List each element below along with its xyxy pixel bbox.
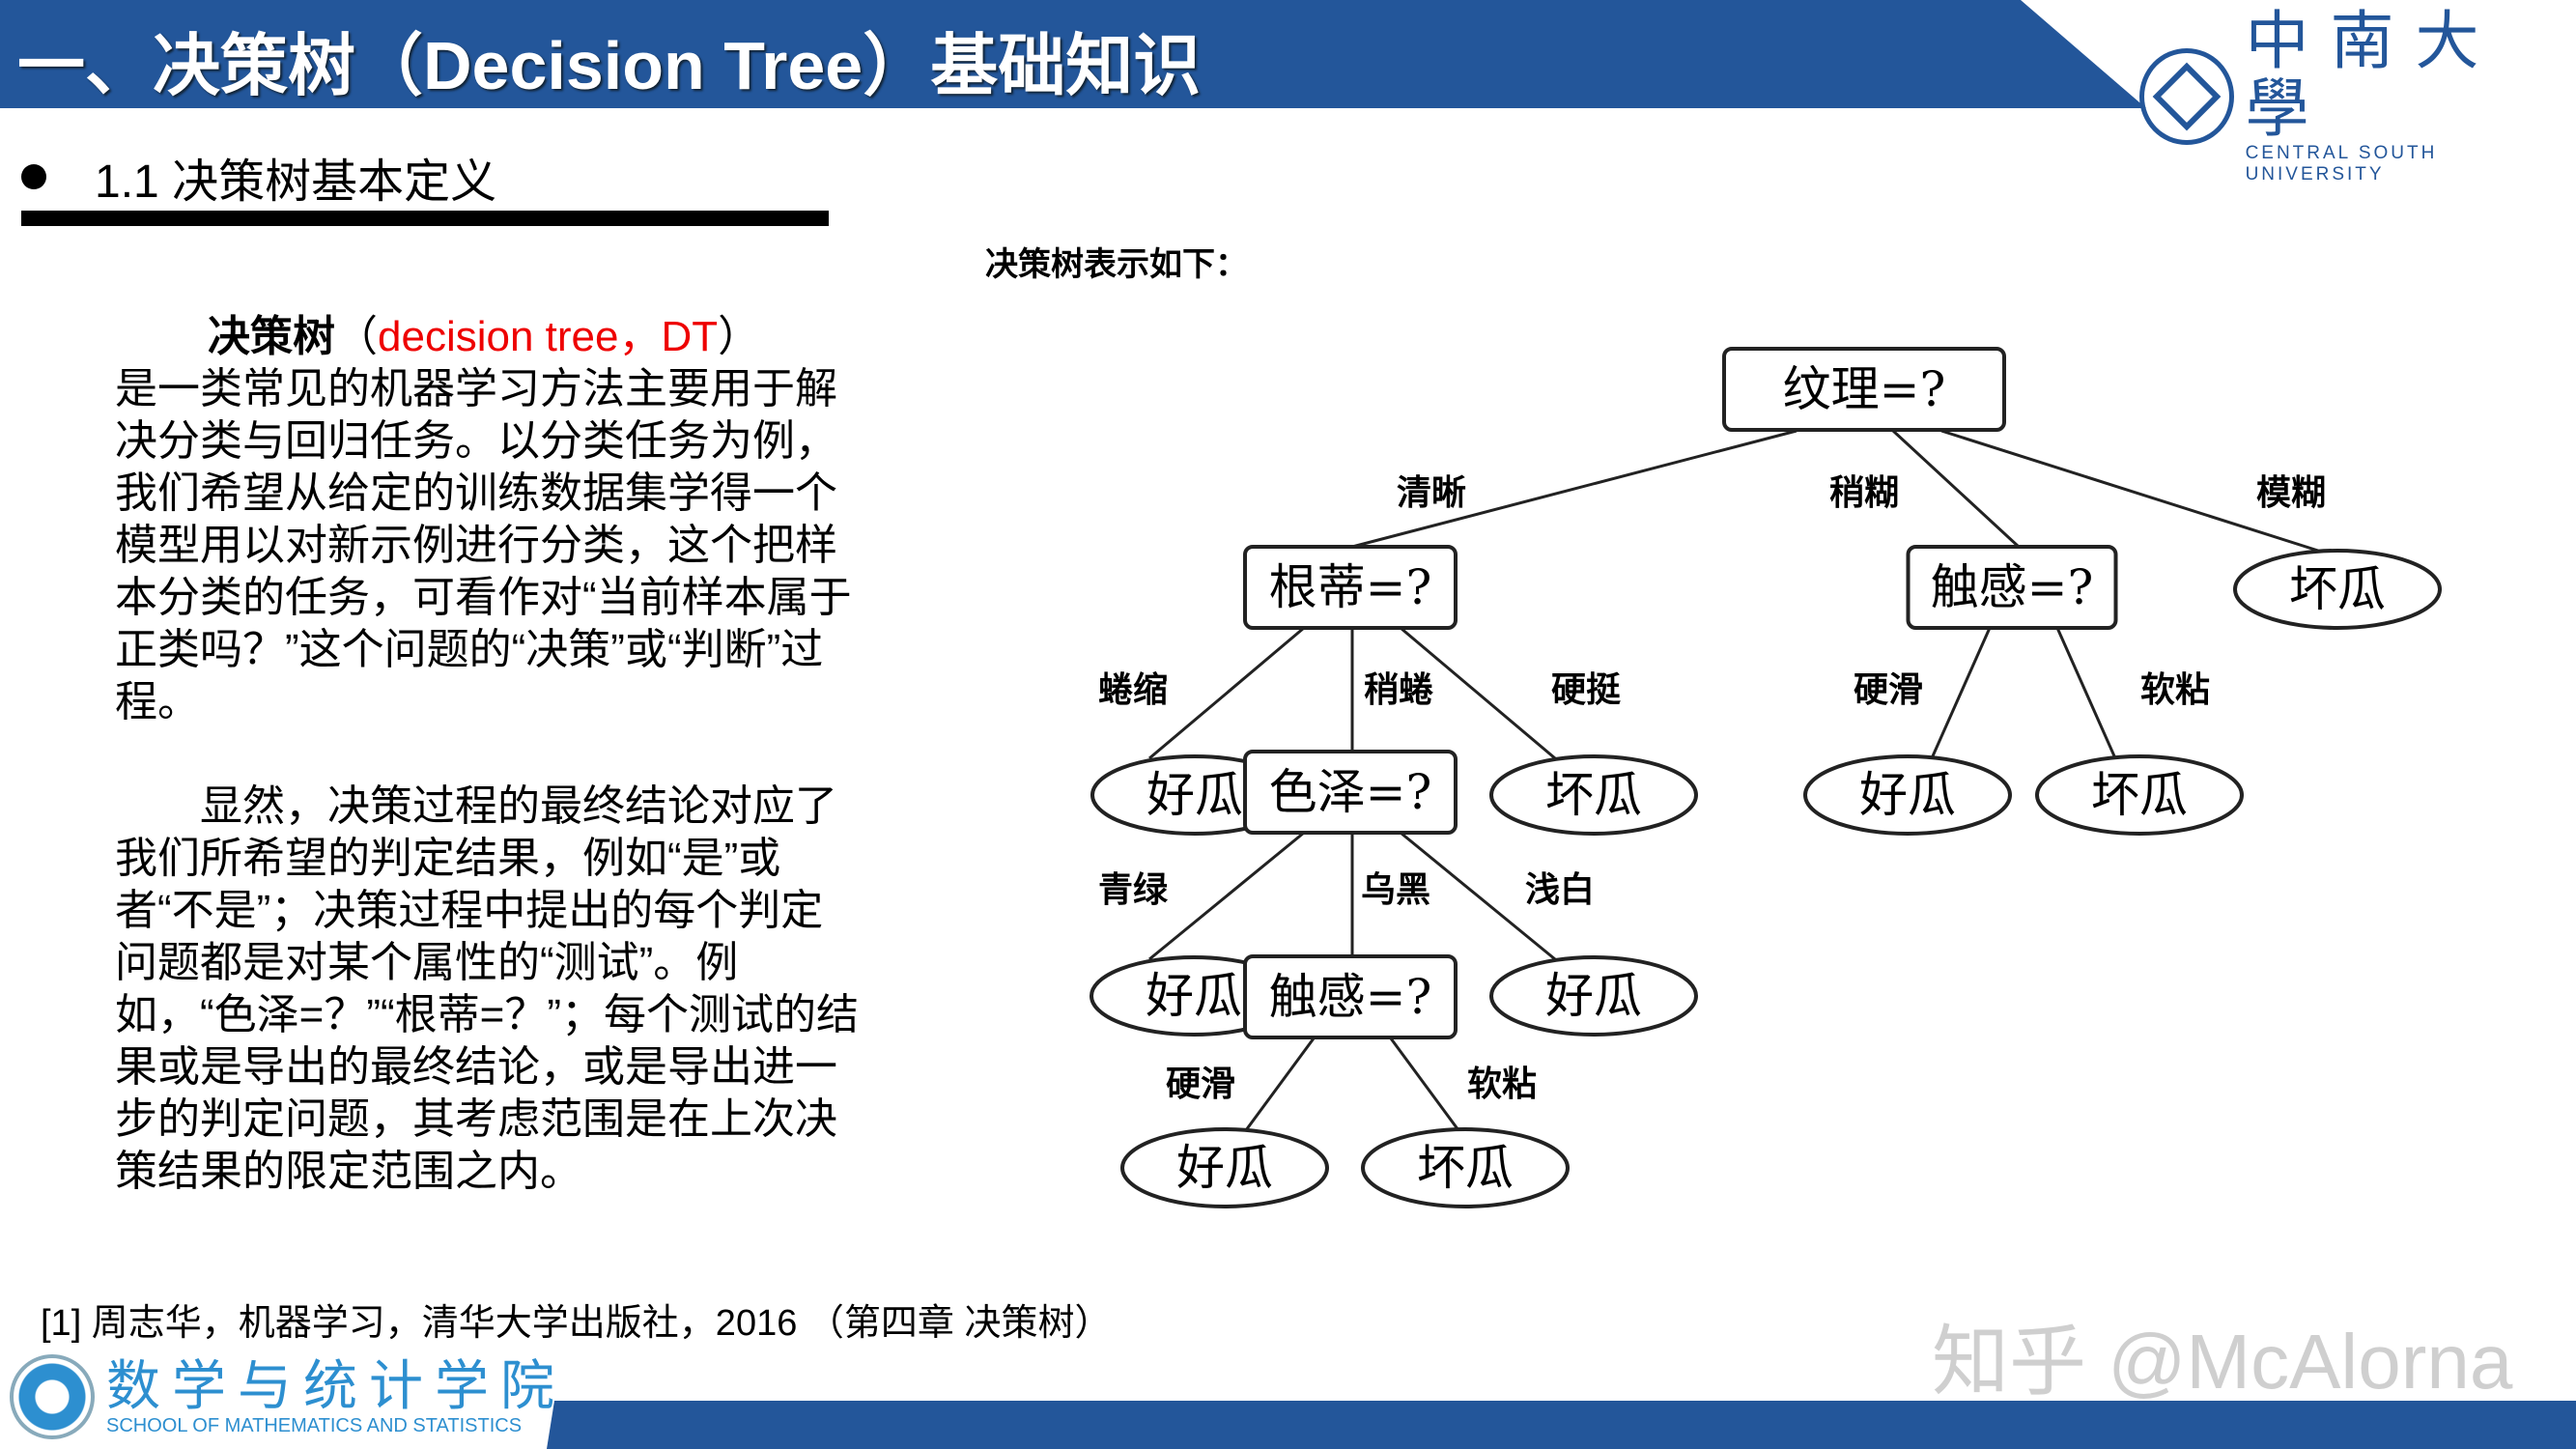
node-label: 色泽=? — [1269, 764, 1432, 820]
decision-node: 触感=? — [1243, 954, 1458, 1039]
edge-label: 稍蜷 — [1364, 669, 1433, 710]
school-name-cn: 数学与统计学院 — [106, 1354, 566, 1416]
decision-node: 色泽=? — [1243, 750, 1458, 835]
section-underline — [21, 211, 829, 226]
school-seal-icon — [10, 1354, 95, 1439]
edge-label: 浅白 — [1525, 869, 1595, 910]
node-label: 触感=? — [1269, 969, 1432, 1025]
node-label: 坏瓜 — [1417, 1140, 1514, 1196]
decision-tree-diagram: 决策树表示如下： 纹理=?根蒂=?触感=?坏瓜好瓜色泽=?坏瓜好瓜坏瓜好瓜触感=… — [985, 245, 2442, 1208]
leaf-node: 坏瓜 — [1489, 754, 1698, 836]
leaf-node: 坏瓜 — [2035, 754, 2244, 836]
tree-edges — [1148, 429, 2319, 1131]
leaf-node: 坏瓜 — [1361, 1127, 1570, 1208]
node-label: 好瓜 — [1545, 968, 1642, 1024]
decision-node: 根蒂=? — [1243, 545, 1458, 630]
node-label: 好瓜 — [1859, 767, 1956, 823]
edge-label: 青绿 — [1098, 869, 1169, 910]
page-title: 一、决策树（Decision Tree）基础知识 — [17, 28, 1202, 103]
edge-label: 乌黑 — [1361, 869, 1430, 910]
edge-label: 硬挺 — [1551, 669, 1621, 710]
node-label: 坏瓜 — [2091, 767, 2188, 823]
school-name-en: SCHOOL OF MATHEMATICS AND STATISTICS — [106, 1414, 523, 1436]
node-label: 根蒂=? — [1269, 559, 1432, 615]
edge-label: 硬滑 — [1854, 669, 1923, 710]
section-heading: 1.1 决策树基本定义 — [21, 143, 496, 211]
leaf-node: 好瓜 — [1803, 754, 2012, 836]
node-label: 好瓜 — [1146, 767, 1243, 823]
edge-label: 蜷缩 — [1098, 669, 1168, 710]
footer-bar — [547, 1401, 2576, 1449]
leaf-node: 坏瓜 — [2233, 549, 2442, 630]
bullet-icon — [21, 164, 46, 189]
edge-label: 硬滑 — [1166, 1064, 1235, 1104]
university-name-cn: 中南大學 — [2245, 4, 2501, 146]
explanation-paragraph: 显然，决策过程的最终结论对应了我们所希望的判定结果，例如“是”或者“不是”；决策… — [115, 782, 859, 1195]
watermark: 知乎 @McAlorna — [1932, 1319, 2513, 1405]
node-label: 好瓜 — [1176, 1140, 1273, 1196]
figure-caption: 决策树表示如下： — [985, 245, 1248, 284]
edge-label: 稍糊 — [1829, 472, 1899, 513]
definition-paragraph: 决策树（decision tree，DT）是一类常见的机器学习方法主要用于解决分… — [115, 313, 852, 725]
edge-label: 软粘 — [2140, 669, 2210, 710]
university-name-en: CENTRAL SOUTH UNIVERSITY — [2245, 143, 2438, 185]
university-seal-icon — [2139, 48, 2234, 145]
node-label: 坏瓜 — [1545, 767, 1642, 823]
term-bold: 决策树 — [208, 313, 335, 360]
decision-node: 纹理=? — [1722, 347, 2006, 432]
node-label: 好瓜 — [1146, 968, 1242, 1024]
edge-label: 软粘 — [1467, 1064, 1537, 1104]
leaf-node: 好瓜 — [1120, 1127, 1329, 1208]
node-label: 纹理=? — [1783, 361, 1946, 417]
decision-node: 触感=? — [1906, 545, 2118, 630]
node-label: 触感=? — [1931, 559, 2094, 615]
definition-text: 是一类常见的机器学习方法主要用于解决分类与回归任务。以分类任务为例，我们希望从给… — [115, 365, 852, 725]
node-label: 坏瓜 — [2289, 561, 2386, 617]
header-bar — [0, 0, 2146, 108]
term-english: decision tree，DT — [378, 313, 719, 360]
reference-citation: [1] 周志华，机器学习，清华大学出版社，2016 （第四章 决策树） — [41, 1303, 1112, 1344]
edge-label: 清晰 — [1397, 472, 1466, 513]
edge-label: 模糊 — [2256, 472, 2326, 513]
leaf-node: 好瓜 — [1489, 955, 1698, 1037]
section-title: 1.1 决策树基本定义 — [95, 156, 497, 208]
